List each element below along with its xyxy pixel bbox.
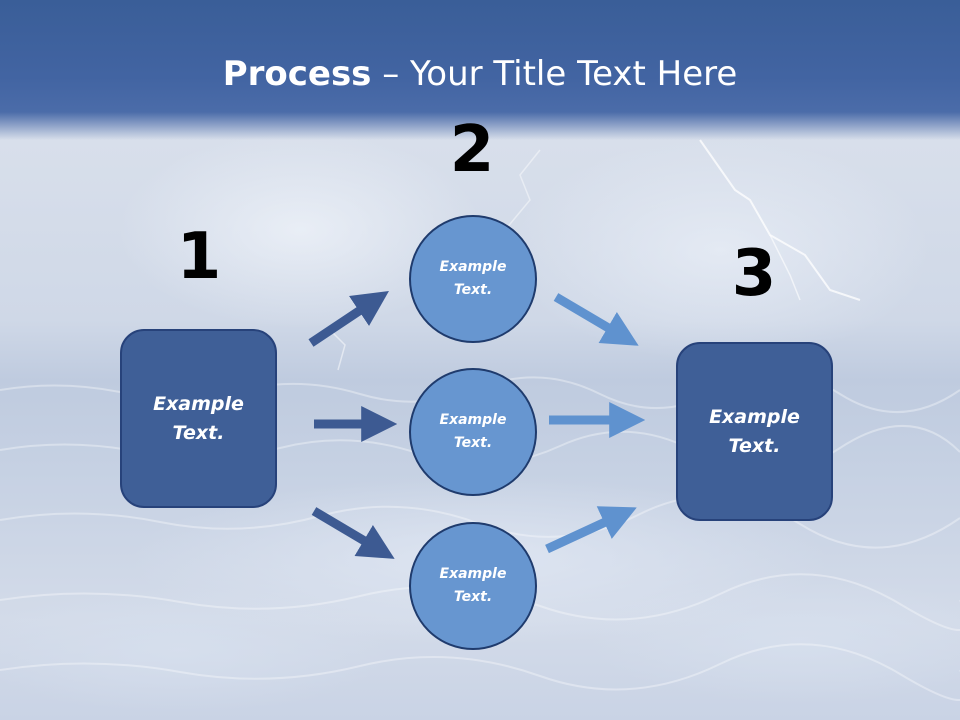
circle-top-line1: Example xyxy=(439,259,507,275)
step-2-circle-top: Example Text. xyxy=(409,215,537,343)
step-number-3: 3 xyxy=(731,237,777,311)
step-1-box-line1: Example xyxy=(153,392,244,415)
step-3-box: Example Text. xyxy=(676,342,833,521)
circle-middle-line2: Text. xyxy=(453,435,493,451)
title-bar xyxy=(0,0,960,140)
circle-top-line2: Text. xyxy=(453,282,493,298)
arrow-bottom-to-right xyxy=(545,506,637,554)
arrow-left-to-top xyxy=(308,291,389,347)
arrow-left-to-bottom xyxy=(311,507,395,559)
step-2-circle-bottom: Example Text. xyxy=(409,522,537,650)
step-1-box-line2: Text. xyxy=(172,421,225,444)
circle-middle-line1: Example xyxy=(439,412,507,428)
step-2-circle-middle: Example Text. xyxy=(409,368,537,496)
title-bold: Process xyxy=(222,54,372,94)
circle-bottom-line1: Example xyxy=(439,566,507,582)
step-number-2: 2 xyxy=(449,113,495,187)
step-3-box-line2: Text. xyxy=(728,434,781,457)
circle-bottom-line2: Text. xyxy=(453,589,493,605)
arrow-top-to-right xyxy=(553,293,639,346)
step-number-1: 1 xyxy=(176,220,222,294)
step-1-box: Example Text. xyxy=(120,329,277,508)
slide-title: Process – Your Title Text Here xyxy=(0,54,960,94)
step-3-box-line1: Example xyxy=(709,405,800,428)
title-rest: – Your Title Text Here xyxy=(371,54,738,94)
lightning-background xyxy=(0,0,960,380)
